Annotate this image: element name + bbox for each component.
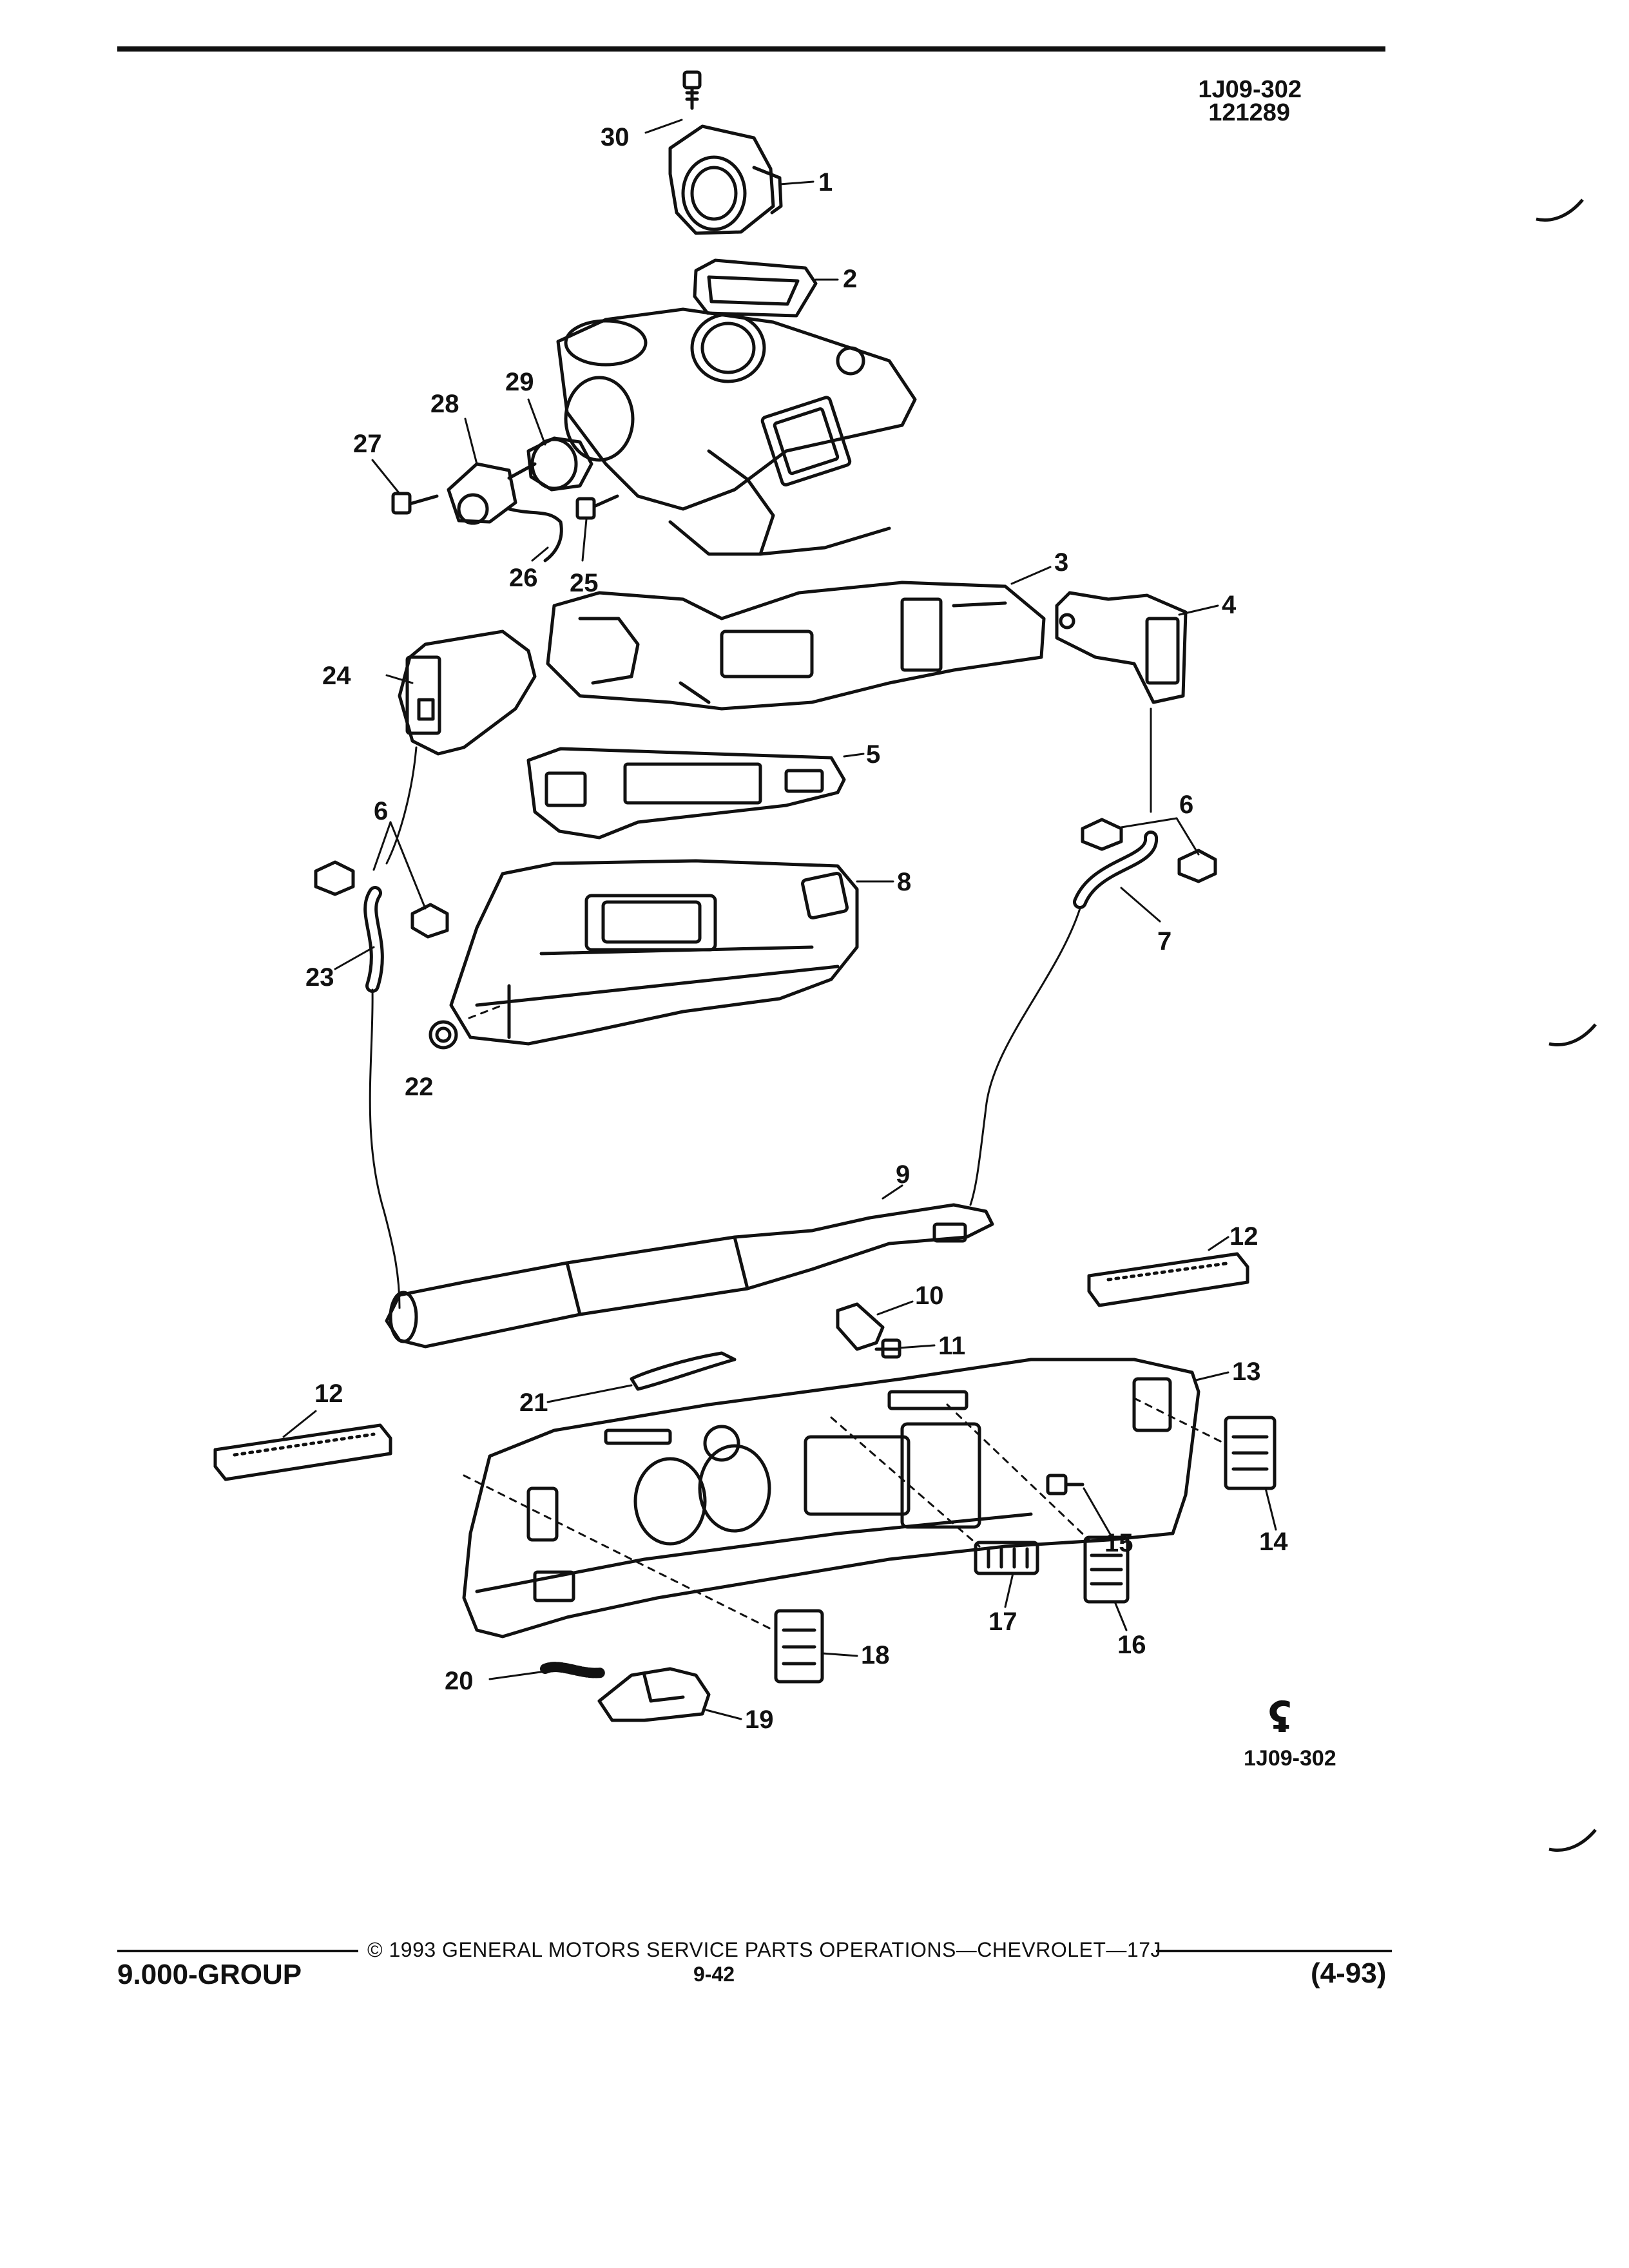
part-8-heater-case xyxy=(449,859,859,1046)
callout-12b: 12 xyxy=(1229,1222,1258,1251)
callout-10: 10 xyxy=(915,1282,944,1310)
part-2-gasket xyxy=(693,258,818,318)
callout-26: 26 xyxy=(509,564,538,592)
part-25-bolt xyxy=(575,494,619,520)
callout-6b: 6 xyxy=(1179,791,1193,819)
part-17-outlet-vent xyxy=(974,1541,1039,1575)
callout-24: 24 xyxy=(322,662,351,690)
callout-2: 2 xyxy=(843,265,857,293)
gm-logo-icon: ʢ xyxy=(1268,1695,1292,1742)
part-24-side-duct-left xyxy=(398,629,537,756)
part-20-hose xyxy=(540,1662,607,1678)
part-27-bolt xyxy=(391,492,439,515)
callout-19: 19 xyxy=(745,1706,774,1734)
binding-mark-icon xyxy=(1536,198,1584,222)
logo-diagram-code: 1J09-302 xyxy=(1244,1746,1336,1771)
part-6-clips xyxy=(314,818,1217,939)
footer-group: 9.000-GROUP xyxy=(117,1959,302,1990)
callout-14: 14 xyxy=(1259,1528,1288,1556)
top-rule xyxy=(117,46,1385,52)
panel-alignment-lines xyxy=(463,1397,1226,1631)
callout-7: 7 xyxy=(1157,927,1171,956)
part-13-instrument-panel xyxy=(462,1358,1200,1639)
callout-17: 17 xyxy=(988,1608,1017,1636)
callout-12a: 12 xyxy=(314,1379,343,1408)
part-3-upper-duct xyxy=(546,581,1046,711)
part-12-speaker-grille-left xyxy=(213,1423,392,1481)
callout-labels: 30 1 2 28 29 27 26 25 3 4 24 5 6 6 8 7 2… xyxy=(305,123,1288,1734)
footer-rule-right xyxy=(1156,1950,1392,1952)
binding-mark-icon xyxy=(1548,1829,1597,1852)
callout-18: 18 xyxy=(861,1641,890,1669)
part-16-outlet-vent xyxy=(1083,1535,1130,1604)
callout-20: 20 xyxy=(445,1667,474,1695)
part-5-filter xyxy=(526,747,846,840)
part-10-bracket xyxy=(836,1302,885,1351)
leader-lines xyxy=(282,119,1277,1720)
part-26-hose xyxy=(507,507,563,562)
part-29-blower-motor xyxy=(526,436,593,492)
upper-heater-housing xyxy=(556,307,917,556)
callout-25: 25 xyxy=(570,569,599,597)
footer-copyright: © 1993 GENERAL MOTORS SERVICE PARTS OPER… xyxy=(367,1938,1161,1961)
part-12-speaker-grille-right xyxy=(1087,1252,1249,1307)
part-4-side-duct-right xyxy=(1055,591,1188,704)
callout-22: 22 xyxy=(405,1073,434,1101)
part-11-screw xyxy=(874,1338,901,1359)
binding-mark-icon xyxy=(1548,1023,1597,1046)
alignment-lines xyxy=(369,707,1152,1309)
footer-date: (4-93) xyxy=(1311,1957,1387,1989)
part-14-outlet-vent xyxy=(1224,1416,1277,1490)
callout-23: 23 xyxy=(305,963,334,992)
date-code: 121289 xyxy=(1208,99,1290,126)
footer-page-number: 9-42 xyxy=(693,1963,735,1986)
part-15-screw xyxy=(1046,1474,1084,1495)
callout-16: 16 xyxy=(1117,1631,1146,1659)
callout-1: 1 xyxy=(818,168,833,197)
callout-3: 3 xyxy=(1054,548,1068,577)
callout-6a: 6 xyxy=(374,797,388,825)
diagram-code: 1J09-302 xyxy=(1198,76,1302,103)
part-21-pad xyxy=(630,1351,737,1391)
callout-11: 11 xyxy=(938,1332,965,1360)
callout-13: 13 xyxy=(1232,1358,1261,1386)
part-18-outlet-vent xyxy=(774,1609,824,1684)
callout-29: 29 xyxy=(505,368,534,396)
part-23-drain-hose xyxy=(363,886,384,993)
part-30-screw xyxy=(682,70,702,110)
callout-9: 9 xyxy=(896,1160,910,1189)
part-22-grommet xyxy=(429,1020,458,1050)
footer-rule-left xyxy=(117,1950,358,1952)
callout-28: 28 xyxy=(430,390,459,418)
part-9-lower-duct xyxy=(385,1203,994,1349)
callout-4: 4 xyxy=(1222,591,1237,619)
callout-27: 27 xyxy=(353,430,382,458)
callout-5: 5 xyxy=(866,740,880,769)
part-7-drain-hose xyxy=(1073,831,1158,909)
part-19-bracket xyxy=(597,1667,711,1722)
callout-21: 21 xyxy=(519,1389,548,1417)
part-28-actuator xyxy=(447,462,537,525)
part-1-defroster-outlet xyxy=(668,124,783,235)
callout-15: 15 xyxy=(1104,1529,1133,1557)
callout-8: 8 xyxy=(897,868,911,896)
callout-30: 30 xyxy=(601,123,630,151)
